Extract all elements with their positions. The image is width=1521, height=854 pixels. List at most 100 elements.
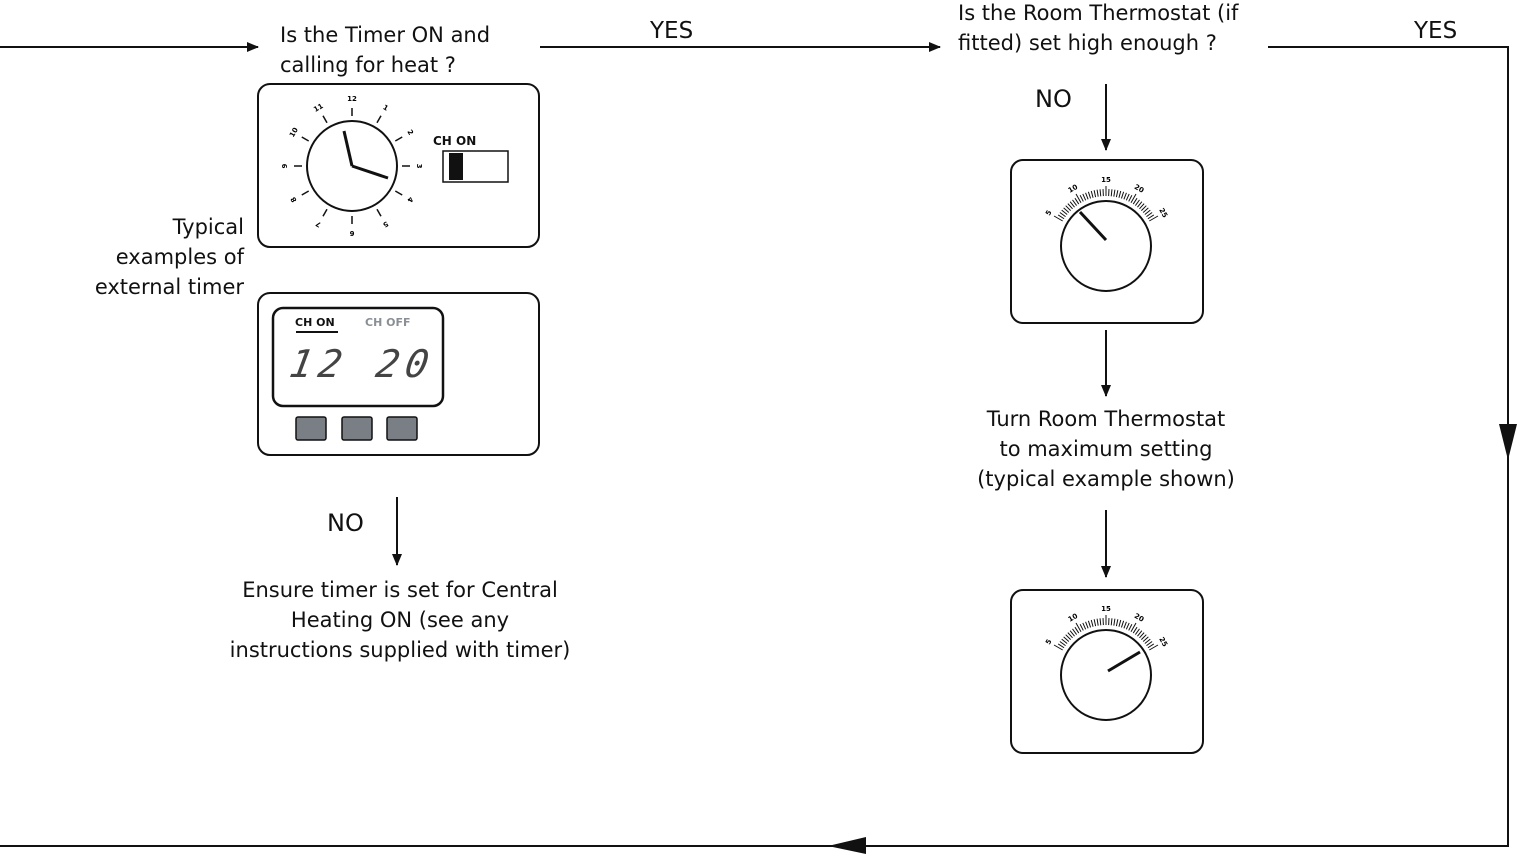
thermostat-scale-tick bbox=[1144, 209, 1151, 215]
thermostat-scale-tick bbox=[1061, 638, 1068, 644]
ch-on-display-label: CH ON bbox=[295, 316, 335, 329]
thermostat-scale-tick bbox=[1110, 618, 1113, 626]
thermostat-scale-tick bbox=[1059, 212, 1066, 218]
timer-dial-tick bbox=[301, 190, 310, 196]
timer-dial-number: 3 bbox=[415, 164, 423, 169]
thermostat-scale-tick bbox=[1149, 644, 1159, 651]
thermostat-scale-tick bbox=[1149, 215, 1159, 222]
thermostat-scale-tick bbox=[1118, 190, 1122, 198]
timer-dial-number: 12 bbox=[347, 95, 357, 103]
thermostat-scale-tick bbox=[1075, 193, 1082, 203]
timer-dial-number: 9 bbox=[281, 163, 289, 168]
thermostat-scale-tick bbox=[1069, 630, 1075, 637]
thermostat-scale-tick bbox=[1065, 634, 1071, 640]
thermostat-scale-tick bbox=[1130, 193, 1137, 203]
thermostat-scale-tick bbox=[1132, 626, 1138, 634]
digital-timer bbox=[257, 292, 540, 456]
thermostat-scale-tick bbox=[1069, 201, 1075, 208]
thermostat-scale-number: 5 bbox=[1044, 638, 1053, 646]
thermostat-scale-tick bbox=[1079, 623, 1084, 631]
thermostat-scale-tick bbox=[1134, 628, 1140, 635]
bottom-left-arrowhead bbox=[828, 837, 866, 854]
thermostat-scale-tick bbox=[1141, 634, 1147, 640]
no-label-timer: NO bbox=[327, 509, 364, 537]
thermostat-scale-tick bbox=[1142, 636, 1149, 642]
thermostat-scale-tick bbox=[1115, 619, 1119, 627]
timer-dial-number: 6 bbox=[349, 229, 354, 237]
timer-dial-tick bbox=[322, 208, 328, 217]
ch-on-switch-label: CH ON bbox=[433, 134, 477, 148]
thermostat-scale-tick bbox=[1118, 619, 1122, 627]
thermostat-scale-number: 20 bbox=[1133, 183, 1146, 195]
thermostat-scale-number: 20 bbox=[1133, 612, 1146, 624]
thermostat-scale-tick bbox=[1079, 194, 1084, 202]
thermostat-scale-tick bbox=[1141, 205, 1147, 211]
thermostat-scale-tick bbox=[1087, 620, 1092, 628]
thermostat-scale-tick bbox=[1128, 623, 1133, 631]
thermostat-scale-tick bbox=[1139, 632, 1145, 639]
timer-dial-number: 8 bbox=[289, 195, 298, 203]
thermostat-scale-tick bbox=[1093, 619, 1097, 627]
thermostat-scale-tick bbox=[1137, 201, 1143, 208]
timer-dial-tick bbox=[322, 115, 328, 124]
timer-dial-tick bbox=[376, 208, 382, 217]
thermostat-scale-number: 15 bbox=[1101, 605, 1111, 613]
timer-dial-tick bbox=[394, 190, 403, 196]
timer-question: Is the Timer ON and calling for heat ? bbox=[280, 23, 491, 77]
thermostat-scale-tick bbox=[1123, 192, 1127, 200]
thermostat-scale-tick bbox=[1053, 644, 1063, 651]
timer-dial-number: 10 bbox=[288, 126, 300, 139]
thermostat-scale-tick bbox=[1134, 199, 1140, 206]
yes-label-2: YES bbox=[1414, 18, 1458, 44]
thermostat-scale-tick bbox=[1072, 628, 1078, 635]
thermostat-scale-tick bbox=[1057, 643, 1065, 649]
thermostat-scale-tick bbox=[1123, 621, 1127, 629]
thermostat-scale-tick bbox=[1057, 214, 1065, 220]
thermostat-scale-tick bbox=[1096, 618, 1099, 626]
thermostat-scale-tick bbox=[1125, 193, 1130, 201]
thermostat-scale-tick bbox=[1113, 189, 1116, 197]
timer-dial-tick bbox=[394, 136, 403, 142]
timer-dial-number: 7 bbox=[314, 219, 322, 228]
thermostat-scale-tick bbox=[1053, 215, 1063, 222]
thermostat-scale-tick bbox=[1082, 622, 1087, 630]
thermostat-scale-tick bbox=[1063, 207, 1070, 213]
thermostat-scale-number: 10 bbox=[1067, 183, 1080, 195]
yes-line-right bbox=[0, 46, 1509, 847]
thermostat-scale-tick bbox=[1147, 643, 1155, 649]
thermostat-scale-tick bbox=[1137, 630, 1143, 637]
thermostat-scale-tick bbox=[1099, 189, 1102, 197]
thermostat-scale-tick bbox=[1120, 620, 1125, 628]
thermostat-scale-tick bbox=[1085, 621, 1089, 629]
thermostat-scale-tick bbox=[1067, 632, 1073, 639]
thermostat-scale-tick bbox=[1120, 191, 1125, 199]
thermostat-scale-tick bbox=[1146, 212, 1153, 218]
thermostat-scale-tick bbox=[1113, 618, 1116, 626]
thermostat-scale-tick bbox=[1144, 638, 1151, 644]
timer-dial-tick bbox=[376, 115, 382, 124]
thermostat-scale-number: 25 bbox=[1157, 636, 1169, 649]
thermostat-scale-tick bbox=[1115, 190, 1119, 198]
thermostat-scale-tick bbox=[1130, 622, 1137, 632]
right-down-arrowhead bbox=[1499, 424, 1517, 460]
thermostat-scale-tick bbox=[1085, 192, 1089, 200]
timer-dial-number: 5 bbox=[381, 219, 389, 228]
thermostat-scale-tick bbox=[1082, 193, 1087, 201]
thermostat-scale-tick bbox=[1110, 189, 1113, 197]
timer-dial-tick bbox=[301, 136, 310, 142]
thermostat-scale-tick bbox=[1059, 641, 1066, 647]
thermostat-scale-tick bbox=[1139, 203, 1145, 210]
thermostat-scale-tick bbox=[1096, 189, 1099, 197]
thermostat-scale-number: 15 bbox=[1101, 176, 1111, 184]
yes-label-1: YES bbox=[650, 18, 694, 44]
timer-action-text: Ensure timer is set for Central Heating … bbox=[229, 578, 571, 662]
no-label-thermostat: NO bbox=[1035, 85, 1072, 113]
thermostat-scale-tick bbox=[1132, 197, 1138, 205]
thermostat-scale-tick bbox=[1090, 190, 1094, 198]
thermostat-scale-tick bbox=[1093, 190, 1097, 198]
timer-dial-number: 1 bbox=[381, 103, 389, 112]
